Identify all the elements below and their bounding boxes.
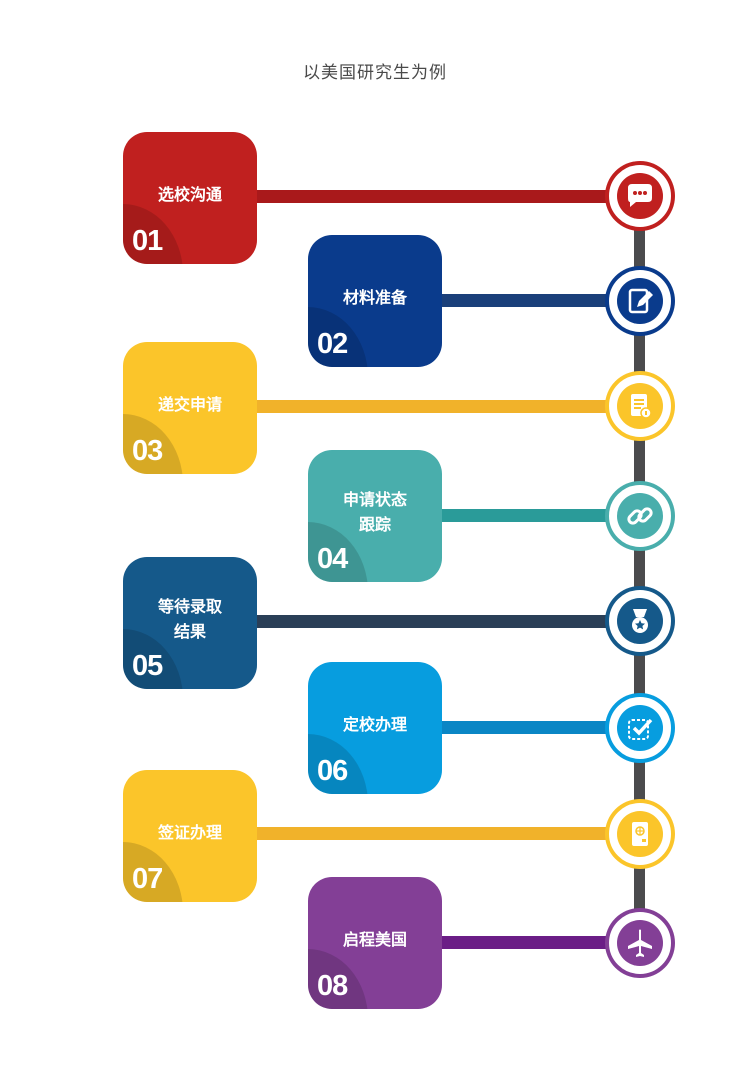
step-card-05: 等待录取 结果 05 xyxy=(123,557,257,689)
connector-08 xyxy=(435,936,635,949)
step-card-04: 申请状态 跟踪 04 xyxy=(308,450,442,582)
airplane-icon xyxy=(609,912,671,974)
page-title: 以美国研究生为例 xyxy=(303,63,447,83)
step-card-01: 选校沟通 01 xyxy=(123,132,257,264)
step-number: 02 xyxy=(317,328,348,360)
connector-05 xyxy=(250,615,635,628)
step-number: 06 xyxy=(317,755,348,787)
step-card-06: 定校办理 06 xyxy=(308,662,442,794)
checkbox-icon xyxy=(609,697,671,759)
step-card-08: 启程美国 08 xyxy=(308,877,442,1009)
medal-icon xyxy=(609,590,671,652)
step-label: 选校沟通 xyxy=(157,184,222,204)
step-label: 材料准备 xyxy=(342,287,407,307)
step-label: 递交申请 xyxy=(157,394,222,414)
link-chain-icon xyxy=(609,485,671,547)
connector-02 xyxy=(435,294,635,307)
step-number: 08 xyxy=(317,970,348,1002)
document-stamp-icon xyxy=(609,375,671,437)
connector-03 xyxy=(250,400,635,413)
step-number: 04 xyxy=(317,543,348,575)
step-card-02: 材料准备 02 xyxy=(308,235,442,367)
connector-07 xyxy=(250,827,635,840)
timeline-spine xyxy=(634,196,645,942)
connector-04 xyxy=(435,509,635,522)
step-number: 03 xyxy=(132,435,163,467)
step-number: 05 xyxy=(132,650,163,682)
step-label: 申请状态 跟踪 xyxy=(342,490,407,534)
step-label: 定校办理 xyxy=(342,714,407,734)
connector-01 xyxy=(250,190,635,203)
chat-bubble-icon xyxy=(609,165,671,227)
connector-06 xyxy=(435,721,635,734)
step-label: 签证办理 xyxy=(157,822,222,842)
step-card-07: 签证办理 07 xyxy=(123,770,257,902)
step-number: 01 xyxy=(132,225,163,257)
step-label: 启程美国 xyxy=(342,929,407,949)
step-card-03: 递交申请 03 xyxy=(123,342,257,474)
step-number: 07 xyxy=(132,863,163,895)
step-label: 等待录取 结果 xyxy=(157,597,222,641)
document-edit-icon xyxy=(609,270,671,332)
passport-icon xyxy=(609,803,671,865)
